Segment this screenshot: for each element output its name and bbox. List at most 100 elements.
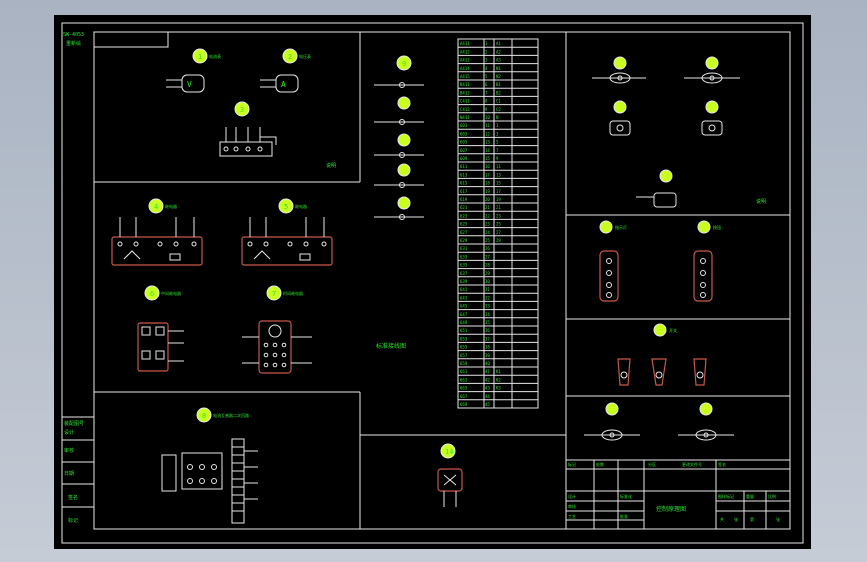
table-cell: C412 bbox=[460, 107, 470, 112]
table-cell: 39 bbox=[485, 353, 490, 358]
svg-text:共: 共 bbox=[720, 516, 724, 522]
callout-bubble: 3 bbox=[234, 101, 250, 117]
table-cell: 643 bbox=[460, 295, 468, 300]
table-cell: 24 bbox=[485, 230, 490, 235]
svg-text:更改文件号: 更改文件号 bbox=[682, 461, 702, 467]
table-cell: C2 bbox=[496, 107, 501, 112]
table-cell: 7 bbox=[496, 148, 499, 153]
table-cell: 15 bbox=[496, 181, 501, 186]
table-cell: 42 bbox=[485, 377, 490, 382]
table-cell: A412 bbox=[460, 49, 470, 54]
table-cell: 651 bbox=[460, 328, 468, 333]
svg-text:5: 5 bbox=[284, 203, 288, 211]
lamp-wires bbox=[374, 82, 424, 220]
table-cell: 21 bbox=[496, 205, 501, 210]
strip-label: 日期 bbox=[64, 471, 74, 477]
table-cell: 20 bbox=[485, 197, 490, 202]
table-cell: 653 bbox=[460, 336, 468, 341]
table-cell: A415 bbox=[460, 74, 470, 79]
callout-bubble: 4 继电器 bbox=[148, 198, 177, 214]
indicator-lamp-symbol bbox=[584, 402, 734, 441]
table-cell: 33 bbox=[485, 304, 490, 309]
callout-bubble: 开关 bbox=[653, 323, 677, 337]
table-cell: 11 bbox=[485, 123, 490, 128]
table-cell: 37 bbox=[485, 336, 490, 341]
table-cell: 15 bbox=[485, 156, 490, 161]
revision-note: 重新绘 bbox=[66, 40, 81, 47]
table-cell: 1 bbox=[485, 41, 488, 46]
time-relay-symbol bbox=[242, 320, 312, 374]
voltmeter-symbol: A bbox=[260, 74, 299, 93]
table-cell: 35 bbox=[485, 320, 490, 325]
svg-text:处数: 处数 bbox=[596, 461, 604, 467]
title-block: 标记 处数 分区 更改文件号 签名 设计 标准化 审核 工艺 批准 控制原理图 … bbox=[565, 459, 791, 530]
table-cell: 605 bbox=[460, 140, 468, 145]
table-cell: 3 bbox=[496, 131, 499, 136]
indicator-lamp-symbol bbox=[592, 72, 740, 136]
callout-bubble bbox=[659, 169, 673, 183]
svg-text:标准化: 标准化 bbox=[620, 493, 632, 499]
table-cell: 633 bbox=[460, 254, 468, 259]
strip-label: 审核 bbox=[64, 447, 74, 454]
table-cell: A3 bbox=[496, 58, 501, 63]
table-cell: 13 bbox=[485, 140, 490, 145]
table-cell: 627 bbox=[460, 230, 468, 235]
table-cell: B1 bbox=[496, 82, 501, 87]
cad-viewport[interactable]: SW-4053 重新绘 装配图号 设计 审核 日期 签名 标记 1 电流表 2 … bbox=[54, 15, 811, 549]
terminal-strip-symbol bbox=[219, 127, 277, 157]
callout-bubble: 2 电压表 bbox=[282, 48, 311, 64]
button-symbol bbox=[636, 192, 677, 208]
table-cell: N411 bbox=[460, 115, 470, 120]
svg-text:批准: 批准 bbox=[620, 513, 628, 519]
table-cell: 641 bbox=[460, 287, 468, 292]
svg-text:签名: 签名 bbox=[718, 461, 726, 467]
table-cell: 663 bbox=[460, 377, 468, 382]
table-cell: 41 bbox=[485, 369, 490, 374]
table-cell: 4 bbox=[485, 66, 488, 71]
svg-text:设计: 设计 bbox=[568, 493, 576, 499]
table-cell: 607 bbox=[460, 148, 468, 153]
table-cell: 645 bbox=[460, 304, 468, 309]
table-cell: 603 bbox=[460, 131, 468, 136]
drawing-sheet: SW-4053 重新绘 装配图号 设计 审核 日期 签名 标记 1 电流表 2 … bbox=[61, 22, 804, 544]
table-cell: 601 bbox=[460, 123, 468, 128]
table-cell: 647 bbox=[460, 312, 468, 317]
table-cell: 615 bbox=[460, 181, 468, 186]
table-cell: 619 bbox=[460, 197, 468, 202]
table-cell: 12 bbox=[485, 131, 490, 136]
table-cell: 623 bbox=[460, 213, 468, 218]
svg-text:图样标记: 图样标记 bbox=[718, 493, 734, 499]
table-cell: N1 bbox=[496, 66, 501, 71]
table-cell: 3 bbox=[485, 58, 488, 63]
table-cell: 43 bbox=[485, 386, 490, 391]
table-cell: 25 bbox=[485, 238, 490, 243]
table-cell: 669 bbox=[460, 402, 468, 407]
table-cell: 30 bbox=[485, 279, 490, 284]
table-cell: 8 bbox=[485, 99, 488, 104]
callout-bubble: 14 bbox=[440, 443, 456, 459]
svg-text:继电器: 继电器 bbox=[295, 203, 307, 209]
table-cell: 10 bbox=[485, 115, 490, 120]
table-cell: 28 bbox=[485, 263, 490, 268]
strip-label: 标记 bbox=[68, 517, 78, 524]
table-cell: 649 bbox=[460, 320, 468, 325]
strip-label: 签名 bbox=[68, 494, 78, 501]
table-cell: 44 bbox=[485, 394, 490, 399]
svg-text:电流表: 电流表 bbox=[209, 53, 221, 59]
table-cell: K1 bbox=[496, 369, 501, 374]
table-cell: 611 bbox=[460, 164, 468, 169]
table-cell: 22 bbox=[485, 213, 490, 218]
table-cell: 5 bbox=[496, 140, 499, 145]
svg-text:中间继电器: 中间继电器 bbox=[161, 290, 181, 296]
svg-text:指示灯: 指示灯 bbox=[615, 224, 627, 230]
fuse-symbol bbox=[437, 468, 463, 507]
drawing-name: 控制原理图 bbox=[656, 505, 686, 513]
table-cell: 13 bbox=[496, 172, 501, 177]
svg-text:重量: 重量 bbox=[746, 493, 754, 499]
table-cell: 17 bbox=[485, 172, 490, 177]
inner-frame bbox=[93, 31, 791, 530]
intermediate-relay-symbol bbox=[137, 322, 184, 372]
table-cell: B412 bbox=[460, 90, 470, 95]
svg-text:A: A bbox=[281, 80, 286, 89]
table-cell: N bbox=[496, 115, 499, 120]
